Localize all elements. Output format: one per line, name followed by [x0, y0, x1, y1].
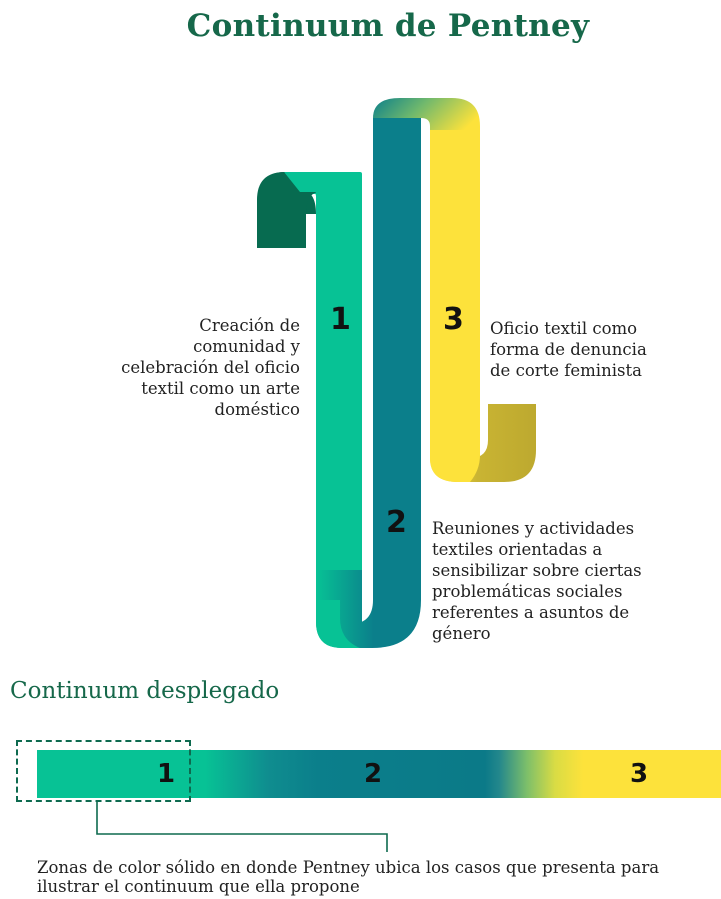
ribbon-2-line: referentes a asuntos de [432, 603, 630, 622]
unfolded-note-line: Zonas de color sólido en donde Pentney u… [37, 858, 660, 877]
solid-zone-highlight [16, 740, 191, 802]
ribbon-1-description: Creación de comunidad y celebración del … [121, 315, 300, 420]
unfolded-note: Zonas de color sólido en donde Pentney u… [37, 858, 659, 896]
ribbon-1-body [316, 192, 362, 622]
ribbon-2-line: Reuniones y actividades [432, 519, 635, 538]
ribbon-2-number: 2 [386, 505, 407, 540]
ribbon-3-line: Oficio textil como [490, 319, 638, 338]
ribbon-1-line: textil como un arte [141, 379, 300, 398]
unfolded-title: Continuum desplegado [10, 678, 280, 704]
ribbon-2-line: género [432, 624, 491, 643]
unfolded-gradient-bar [37, 750, 721, 798]
ribbon-2-line: textiles orientadas a [432, 540, 603, 559]
ribbon-3-body [430, 130, 480, 455]
ribbon-1-line: comunidad y [193, 337, 300, 356]
ribbon-2-3-top-fold [373, 98, 480, 140]
ribbon-1-top-arc [284, 172, 362, 194]
ribbon-2-description: Reuniones y actividades textiles orienta… [432, 518, 642, 644]
unfolded-label-2: 2 [364, 759, 383, 789]
ribbon-3-line: de corte feminista [490, 361, 642, 380]
ribbon-3-line: forma de denuncia [490, 340, 647, 359]
page-title: Continuum de Pentney [186, 8, 590, 44]
ribbon-3-number: 3 [443, 302, 464, 337]
ribbon-1-line: Creación de [199, 316, 300, 335]
unfolded-label-1: 1 [157, 759, 176, 789]
ribbon-2-line: problemáticas sociales [432, 582, 623, 601]
ribbon-1-2-bottom-fold [316, 570, 421, 648]
ribbon-1-line: doméstico [214, 400, 300, 419]
ribbon-1-number: 1 [330, 302, 351, 337]
ribbon-1-line: celebración del oficio [121, 358, 300, 377]
ribbon-3-description: Oficio textil como forma de denuncia de … [490, 318, 647, 381]
ribbon-2-line: sensibilizar sobre ciertas [432, 561, 642, 580]
unfolded-note-line: ilustrar el continuum que ella propone [37, 877, 360, 896]
ribbon-2-body [373, 118, 421, 573]
unfolded-label-3: 3 [630, 759, 649, 789]
